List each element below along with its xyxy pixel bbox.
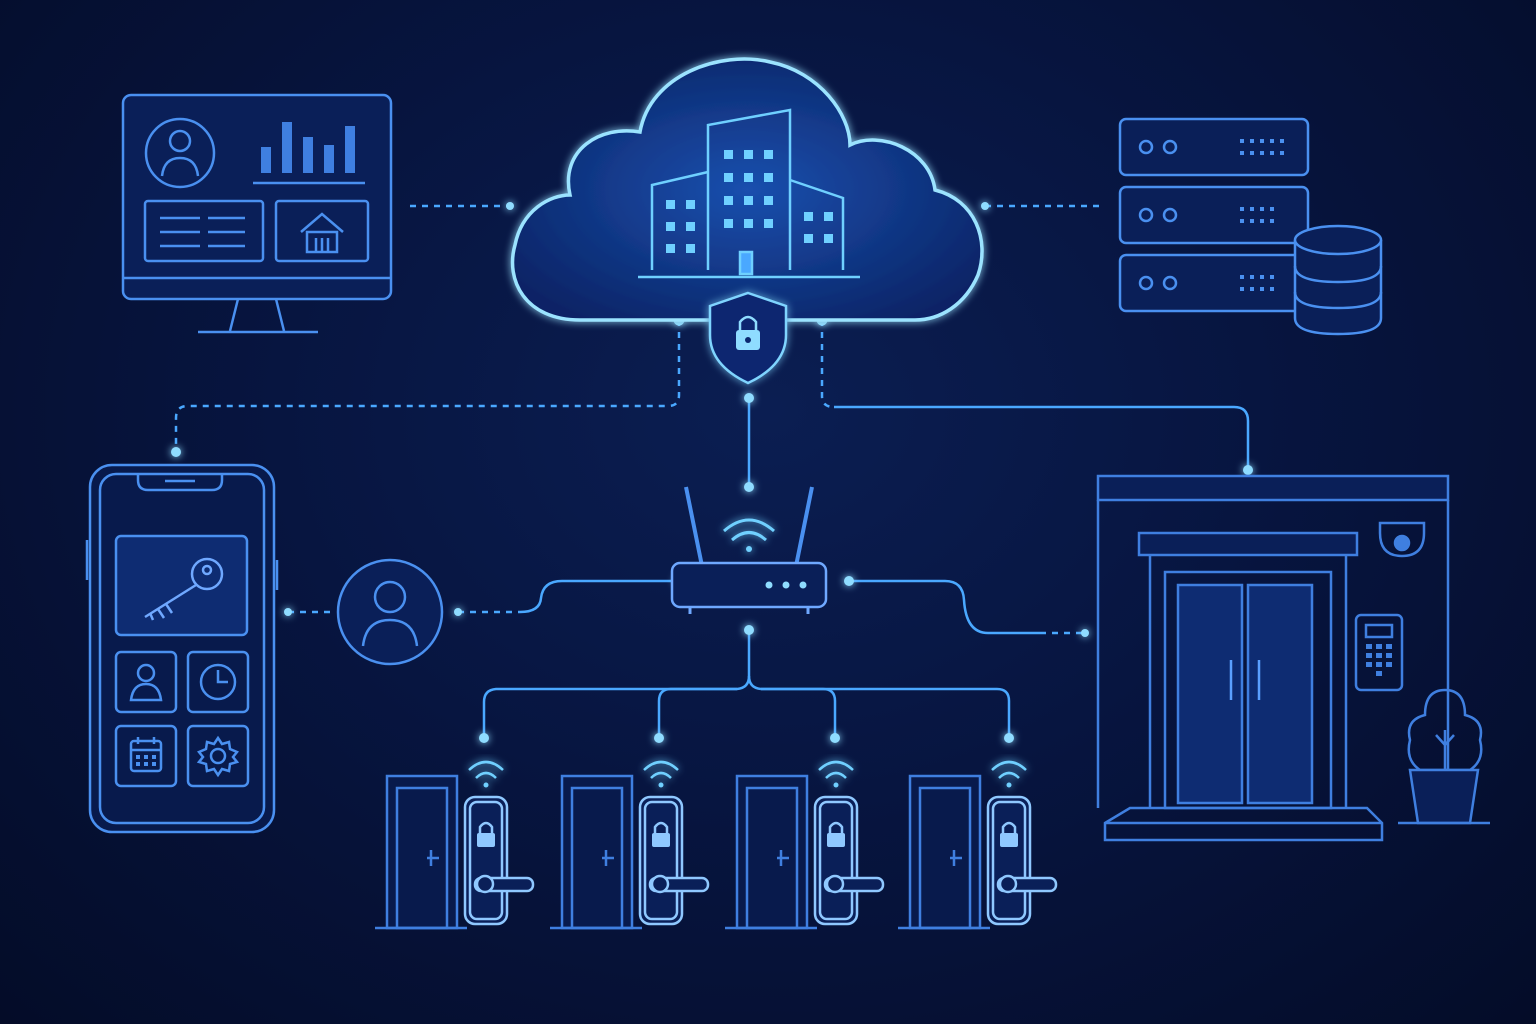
connector-dot [744,393,754,403]
calendar-icon [129,737,163,773]
clock-icon [199,663,237,701]
security-camera-icon [1378,521,1426,558]
smart-door-lock-icon [813,795,885,926]
connector-dot [654,733,664,743]
door-icon [725,774,817,930]
edge-cloud-entrance-solid [834,405,1250,470]
connector-dot [479,733,489,743]
list-lines-icon [160,216,245,248]
connector-dot [284,608,292,616]
cloud-outline [510,57,984,322]
wifi-signal-icon [818,760,854,788]
bar-chart-icon [261,122,355,173]
door-lock-unit-3 [725,760,885,930]
connector-dot [744,625,754,635]
hotel-building-icon [638,108,860,279]
user-icon [336,558,444,666]
user-icon [144,117,216,189]
connector-dot [844,576,854,586]
server-rack-icon [1118,117,1310,313]
cloud-building-icon [510,57,984,322]
connector-dot [1004,733,1014,743]
edge-hub-door-4 [761,687,1011,738]
door-icon [898,774,990,930]
database-icon [1293,224,1383,336]
connector-dot [1243,465,1253,475]
wifi-signal-icon [723,518,775,552]
smart-door-lock-icon [463,795,535,926]
edge-cloud-phone [174,320,681,452]
user-profile-icon [129,663,163,702]
key-icon [144,557,224,621]
wifi-signal-icon [643,760,679,788]
door-lock-unit-2 [550,760,710,930]
connection-lines [174,204,1250,738]
connector-dot [1081,629,1089,637]
edge-hub-right [747,675,762,691]
smart-door-lock-icon [986,795,1058,926]
keypad-icon [1354,613,1404,692]
monitor-dashboard-icon [121,93,393,334]
door-icon [550,774,642,930]
connector-dot [981,202,989,210]
shield-lock-icon [708,291,788,385]
smartphone-app-icon [85,463,279,834]
connector-dot [744,482,754,492]
building-windows [666,150,833,253]
building-entrance-icon [1096,474,1490,842]
edge-router-entrance-solid [849,579,1040,635]
door-lock-unit-1 [375,760,535,930]
gear-icon [196,735,240,778]
edge-hub-door-2 [657,687,737,738]
edge-cloud-entrance-dashed [820,320,835,409]
edge-hub-door-3 [761,687,837,738]
connector-dot [506,202,514,210]
connector-dot [830,733,840,743]
door-icon [375,774,467,930]
wifi-signal-icon [991,760,1027,788]
connector-dot [454,608,462,616]
door-locks-row [375,760,1058,930]
smart-door-lock-icon [638,795,710,926]
server-vents [1240,139,1284,291]
edge-router-hub [482,630,751,738]
connector-dot [171,447,181,457]
hotel-home-icon [300,212,344,254]
wifi-router-icon [670,486,828,614]
door-lock-unit-4 [898,760,1058,930]
wifi-signal-icon [468,760,504,788]
edge-guest-router-solid [519,579,679,614]
plant-icon [1398,688,1490,825]
